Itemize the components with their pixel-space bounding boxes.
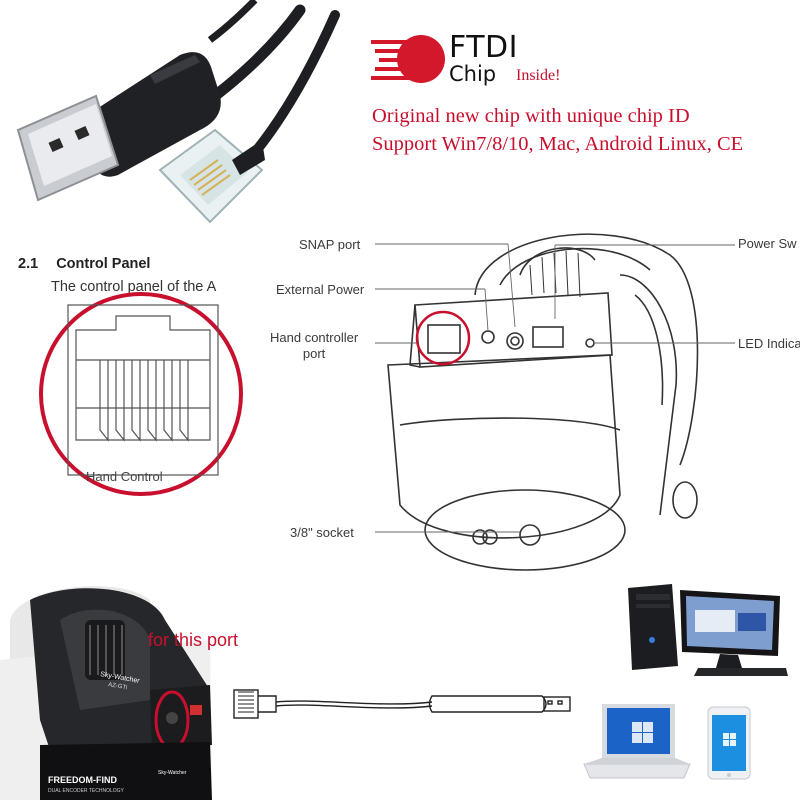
callout-hand-controller-line1: Hand controller <box>270 330 359 345</box>
ftdi-chip-text: Chip <box>449 62 497 86</box>
cable-outline-illustration <box>233 689 571 719</box>
for-this-port-label: for this port <box>148 630 239 650</box>
callout-hand-controller-line2: port <box>302 346 326 361</box>
ftdi-brand-text: FTDI <box>449 30 519 65</box>
hand-control-label: Hand Control <box>86 469 163 484</box>
laptop-icon <box>583 704 691 779</box>
mount-line-drawing <box>375 233 735 571</box>
mount-bottom-text: FREEDOM-FIND <box>48 775 117 785</box>
callout-socket: 3/8" socket <box>290 525 354 540</box>
usb-cable-photo <box>16 0 340 224</box>
section-text: The control panel of the A <box>51 279 217 295</box>
callout-external-power: External Power <box>276 282 365 297</box>
promo-line-2: Support Win7/8/10, Mac, Android Linux, C… <box>372 133 744 155</box>
callout-led-indicator: LED Indica <box>738 336 800 351</box>
desktop-computer-icon <box>628 584 788 676</box>
port-zoom-illustration <box>39 292 243 496</box>
callout-snap-port: SNAP port <box>299 237 361 252</box>
callout-power-switch: Power Sw <box>738 236 797 251</box>
mount-bottom-subtext: DUAL ENCODER TECHNOLOGY <box>48 788 125 794</box>
ftdi-inside-text: Inside! <box>516 67 561 84</box>
ftdi-logo-mark <box>371 35 445 83</box>
section-title: Control Panel <box>56 256 151 272</box>
section-number: 2.1 <box>18 256 39 272</box>
callout-hand-controller: Hand controller port <box>270 330 358 362</box>
mount-model-badge: AZ-GTi <box>108 682 128 691</box>
mount-side-brand: Sky-Watcher <box>158 770 187 776</box>
section-heading: 2.1 Control Panel <box>18 256 150 272</box>
az-gti-mount-photo: Sky-Watcher AZ-GTi FREEDOM-FIND DUAL ENC… <box>0 586 212 800</box>
tablet-icon <box>707 706 751 780</box>
promo-line-1: Original new chip with unique chip ID <box>372 105 690 127</box>
